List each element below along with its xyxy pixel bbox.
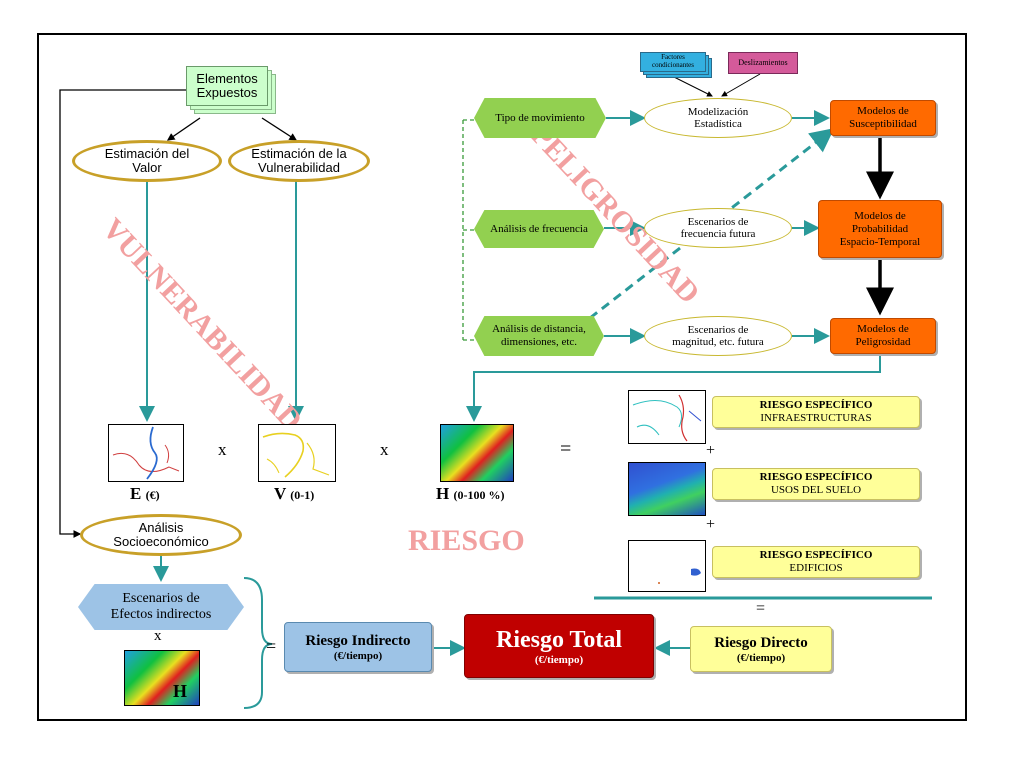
arrow-elementos-vulnerabilidad xyxy=(261,117,298,141)
elementos-expuestos: Elementos Expuestos xyxy=(186,66,268,106)
analisis-distancia-hex: Análisis de distancia, dimensiones, etc. xyxy=(474,316,604,356)
riesgo-total-box: Riesgo Total (€/tiempo) xyxy=(464,614,654,678)
line-elementos-socio xyxy=(59,89,186,538)
tipo-movimiento-hex: Tipo de movimiento xyxy=(474,98,606,138)
factores-condicionantes: Factores condicionantes xyxy=(640,52,706,72)
modelos-peligrosidad: Modelos de Peligrosidad xyxy=(830,318,936,354)
label-h: H (0-100 %) xyxy=(436,484,505,503)
watermark-riesgo: RIESGO xyxy=(408,524,525,557)
analisis-frecuencia-hex: Análisis de frecuencia xyxy=(474,210,604,248)
times-2: x xyxy=(380,440,389,459)
riesgo-indirecto-box: Riesgo Indirecto (€/tiempo) xyxy=(284,622,432,672)
factores-stack: Factores condicionantes xyxy=(640,52,714,78)
plus-2: + xyxy=(706,516,716,533)
estimacion-vulnerabilidad-oval: Estimación de la Vulnerabilidad xyxy=(228,140,370,182)
label-v: V (0-1) xyxy=(274,484,315,503)
times-indirect: x xyxy=(154,628,162,644)
escenarios-magnitud-oval: Escenarios de magnitud, etc. futura xyxy=(644,316,792,356)
label-e: E (€) xyxy=(130,484,160,503)
arrow-elementos-valor xyxy=(166,117,201,141)
modelos-susceptibilidad: Modelos de Susceptibilidad xyxy=(830,100,936,136)
map-edificios xyxy=(628,540,706,592)
plus-1: + xyxy=(706,442,716,459)
riesgo-edificios: RIESGO ESPECÍFICO EDIFICIOS xyxy=(712,546,920,578)
map-h xyxy=(440,424,514,482)
escenarios-indirectos-hex: Escenarios de Efectos indirectos xyxy=(78,584,244,630)
map-h-indirect: H xyxy=(124,650,200,706)
riesgo-usos-suelo: RIESGO ESPECÍFICO USOS DEL SUELO xyxy=(712,468,920,500)
estimacion-valor-oval: Estimación del Valor xyxy=(72,140,222,182)
modelos-probabilidad: Modelos de Probabilidad Espacio-Temporal xyxy=(818,200,942,258)
escenarios-frecuencia-oval: Escenarios de frecuencia futura xyxy=(644,208,792,248)
map-e xyxy=(108,424,184,482)
indirect-brace xyxy=(243,577,273,709)
map-infraestructuras xyxy=(628,390,706,444)
line-peligrosidad-h xyxy=(466,352,881,422)
riesgo-infraestructuras: RIESGO ESPECÍFICO INFRAESTRUCTURAS xyxy=(712,396,920,428)
diagram-frame xyxy=(37,33,967,721)
equals-sum: = xyxy=(756,600,766,617)
times-1: x xyxy=(218,440,227,459)
h-indirect-letter: H xyxy=(173,681,188,701)
deslizamientos-box: Deslizamientos xyxy=(728,52,798,74)
map-usos-suelo xyxy=(628,462,706,516)
equals-1: = xyxy=(560,438,572,460)
modelizacion-oval: Modelización Estadística xyxy=(644,98,792,138)
elementos-stack: Elementos Expuestos xyxy=(186,66,276,114)
equals-indirect: = xyxy=(266,636,277,656)
riesgo-directo-box: Riesgo Directo (€/tiempo) xyxy=(690,626,832,672)
map-v xyxy=(258,424,336,482)
analisis-socioeconomico-oval: Análisis Socioeconómico xyxy=(80,514,242,556)
